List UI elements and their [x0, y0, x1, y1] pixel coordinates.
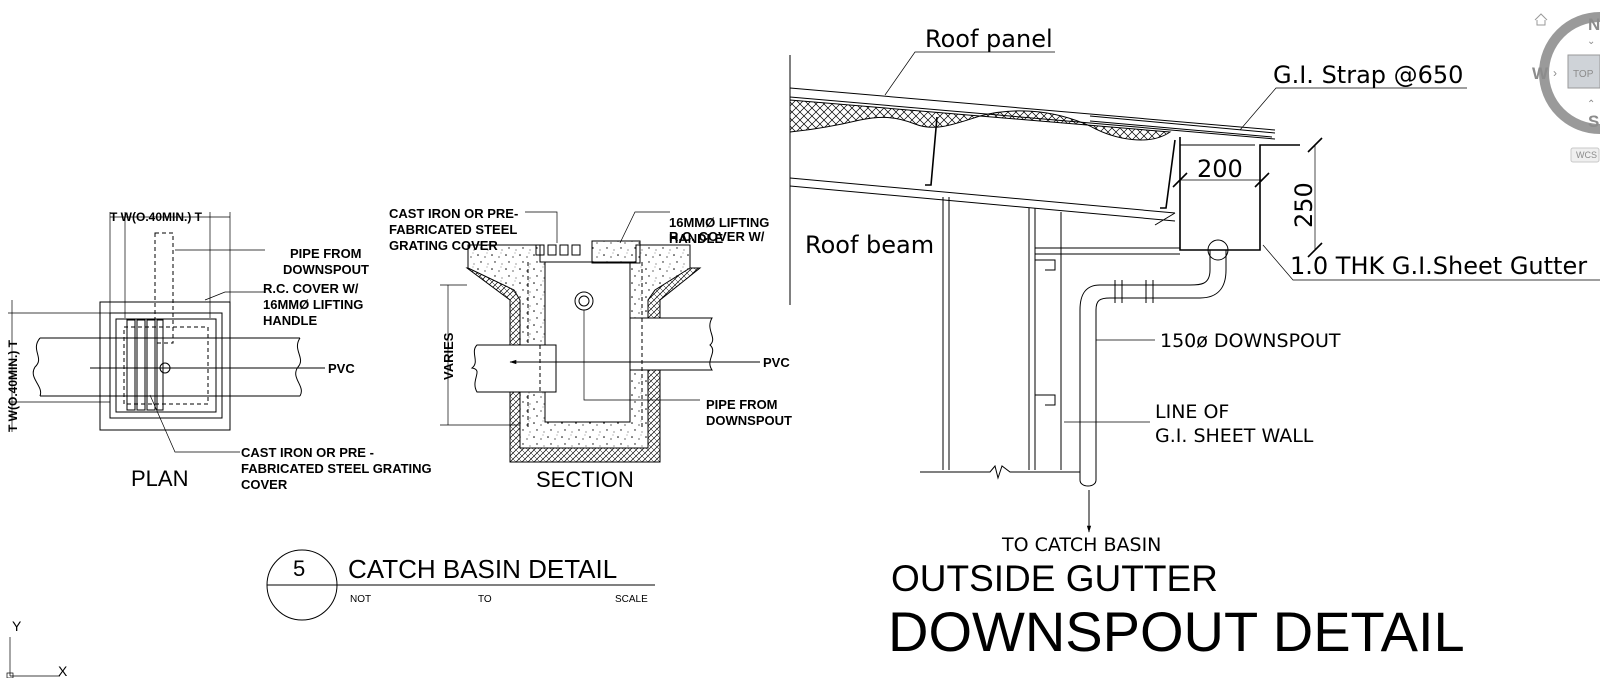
viewcube-face-label[interactable]: TOP: [1573, 69, 1594, 80]
chevron-right-icon[interactable]: ›: [1553, 66, 1557, 80]
scale-word-to: TO: [478, 594, 492, 605]
to-catch-basin-label: TO CATCH BASIN: [1001, 534, 1161, 556]
catch-basin-title: CATCH BASIN DETAIL: [348, 554, 617, 584]
wcs-label[interactable]: WCS: [1576, 150, 1597, 160]
plan-dimension-side: T W(O.40MIN.) T: [6, 300, 110, 432]
detail-number: 5: [293, 556, 305, 581]
catch-basin-title-block: 5 CATCH BASIN DETAIL NOT TO SCALE: [266, 549, 655, 621]
plan-dim-top-label: T W(O.40MIN.) T: [110, 210, 203, 224]
downspout-label: 150ø DOWNSPOUT: [1160, 330, 1341, 352]
section-grating-cover-label: CAST IRON OR PRE- FABRICATED STEEL GRATI…: [389, 206, 522, 253]
chevron-up-icon[interactable]: ⌃: [1587, 99, 1595, 110]
gutter-title-line1: OUTSIDE GUTTER: [891, 558, 1218, 599]
compass-west[interactable]: W: [1532, 64, 1549, 83]
compass-south[interactable]: S: [1588, 112, 1599, 131]
section-pvc-label: PVC: [763, 355, 790, 370]
plan-dim-side-label: T W(O.40MIN.) T: [6, 339, 20, 432]
plan-title: PLAN: [131, 466, 188, 491]
scale-word-not: NOT: [350, 594, 371, 605]
gi-strap-label: G.I. Strap @650: [1273, 61, 1463, 89]
section-rc-cover-label: R.C. COVER W/ 16MMØ LIFTING HANDLE: [669, 215, 773, 246]
ucs-x-label: X: [58, 663, 68, 678]
plan-pipe-from-downspout-label: PIPE FROM DOWNSPOUT: [283, 246, 369, 277]
compass-north[interactable]: N: [1588, 15, 1600, 34]
scale-word-scale: SCALE: [615, 594, 648, 605]
gutter-dim-200: 200: [1197, 155, 1243, 183]
chevron-down-icon[interactable]: ⌄: [1587, 36, 1595, 47]
gutter-dim-250: 250: [1290, 182, 1318, 228]
gutter-label: 1.0 THK G.I.Sheet Gutter: [1290, 252, 1587, 280]
plan-pvc-label: PVC: [328, 361, 355, 376]
plan-dimension-top: T W(O.40MIN.) T: [109, 210, 231, 330]
plan-rc-cover-label: R.C. COVER W/ 16MMØ LIFTING HANDLE: [263, 281, 367, 328]
catch-basin-section: VARIES CAST IRON OR PRE- FABRICATED STEE…: [389, 206, 792, 492]
section-pipe-from-downspout-label: PIPE FROM DOWNSPOUT: [706, 397, 792, 428]
viewcube[interactable]: N ⌄ W › TOP ⌃ S WCS: [1532, 12, 1600, 163]
ucs-y-label: Y: [12, 618, 22, 634]
sheet-wall-label: LINE OF G.I. SHEET WALL: [1155, 401, 1314, 447]
gutter-downspout-detail: 200 250 Roof panel G.I. Strap @650 Roof …: [789, 25, 1600, 663]
section-title: SECTION: [536, 467, 634, 492]
home-icon[interactable]: [1534, 13, 1548, 26]
section-varies-label: VARIES: [441, 332, 456, 380]
ucs-icon: Y X: [6, 618, 68, 678]
catch-basin-plan: T W(O.40MIN.) T T W(O.40MIN.) T: [6, 210, 435, 492]
viewcube-face[interactable]: [1567, 54, 1600, 89]
wcs-button[interactable]: [1570, 147, 1600, 163]
gutter-title-line2: DOWNSPOUT DETAIL: [888, 600, 1465, 663]
roof-beam-label: Roof beam: [805, 231, 934, 259]
plan-grating-cover-label: CAST IRON OR PRE - FABRICATED STEEL GRAT…: [241, 445, 435, 492]
roof-panel-label: Roof panel: [925, 25, 1053, 53]
